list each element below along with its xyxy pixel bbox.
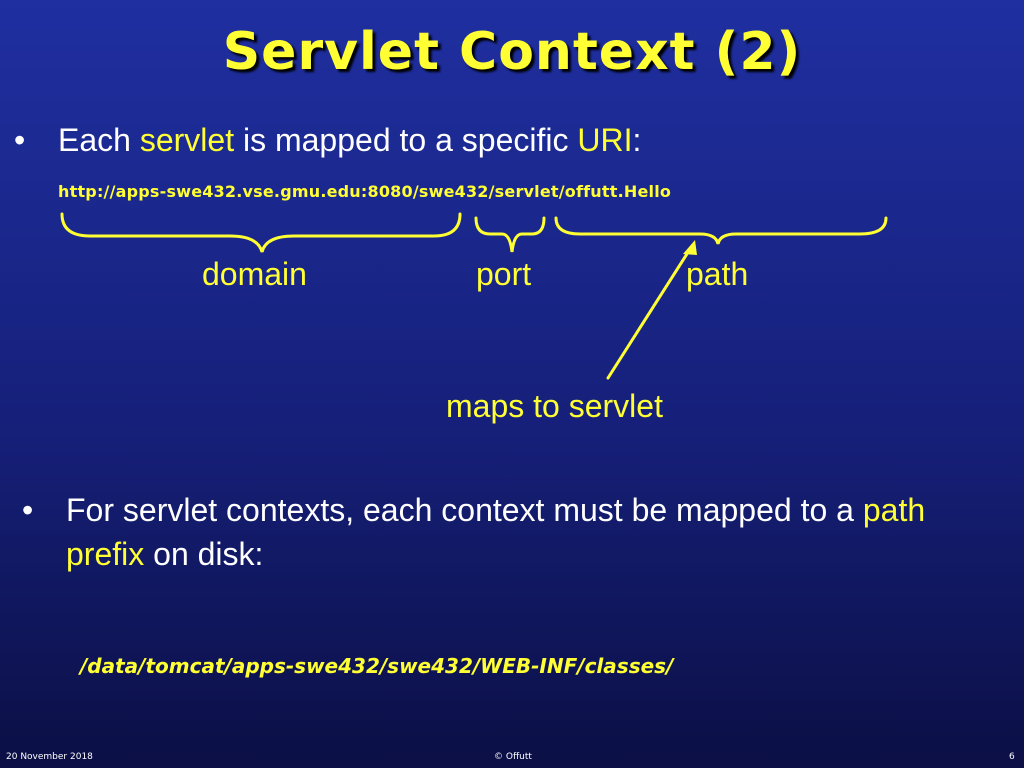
bullet1-servlet-highlight: servlet — [139, 122, 235, 158]
bullet2-path-prefix-highlight: path prefix — [66, 492, 926, 572]
footer-date: 20 November 2018 — [6, 752, 93, 762]
maps-arrow-line — [606, 244, 694, 380]
label-domain: domain — [202, 256, 307, 292]
bullet2-text-2: on disk: — [144, 536, 264, 572]
disk-path: /data/tomcat/apps-swe432/swe432/WEB-INF/… — [80, 654, 674, 678]
domain-brace — [60, 212, 462, 253]
footer-page-number: 6 — [1009, 752, 1015, 762]
bullet1-text-1: Each — [58, 122, 140, 158]
label-maps-to-servlet: maps to servlet — [446, 388, 663, 424]
bullet-marker: • — [22, 492, 34, 528]
path-brace — [554, 216, 888, 245]
slide-title: Servlet Context (2) — [222, 22, 802, 82]
port-brace — [474, 216, 546, 253]
footer-author: © Offutt — [494, 752, 532, 762]
label-port: port — [476, 256, 532, 292]
maps-arrow-head — [683, 240, 697, 255]
bullet-marker: • — [14, 122, 26, 158]
bullet2-text-1: For servlet contexts, each context must … — [66, 492, 863, 528]
example-uri: http://apps-swe432.vse.gmu.edu:8080/swe4… — [58, 182, 672, 201]
bullet1-text-2: is mapped to a specific — [234, 122, 578, 158]
bullet-uri-mapping: • Each servlet is mapped to a specific U… — [14, 118, 958, 162]
bullet1-text-3: : — [632, 122, 642, 158]
label-path: path — [686, 256, 749, 292]
bullet1-uri-highlight: URI — [577, 122, 633, 158]
bullet-path-prefix: • For servlet contexts, each context mus… — [22, 488, 986, 576]
